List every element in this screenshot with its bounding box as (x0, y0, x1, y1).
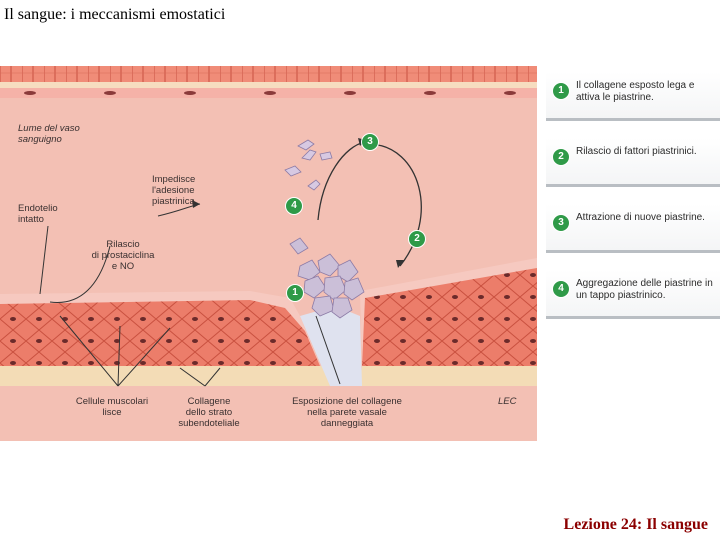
label-lume: Lume del vaso sanguigno (18, 123, 80, 145)
circulating-platelets (284, 139, 333, 191)
slide-footer: Lezione 24: Il sangue (563, 516, 708, 533)
step-3: 3 Attrazione di nuove piastrine. (546, 204, 720, 253)
diagram-badge-3: 3 (361, 133, 379, 151)
label-rilascio: Rilascio di prostaciclina e NO (91, 239, 155, 272)
damaged-wall-gap (300, 306, 362, 386)
platelet-plug (289, 237, 365, 319)
step-list: 1 Il collagene esposto lega e attiva le … (546, 72, 720, 336)
leader-lines (39, 203, 341, 387)
step-text-1: Il collagene esposto lega e attiva le pi… (576, 80, 695, 103)
step-badge-1: 1 (552, 82, 570, 100)
step-2: 2 Rilascio di fattori piastrinici. (546, 138, 720, 187)
figure-credit: LEC (498, 396, 517, 407)
step-badge-4: 4 (552, 280, 570, 298)
top-muscle-layer (0, 66, 537, 82)
hemostasis-figure: Lume del vaso sanguigno Endotelio intatt… (0, 66, 537, 441)
left-muscle-layer (0, 300, 320, 366)
top-collagen-layer (0, 82, 537, 88)
cycle-arc-right (369, 143, 422, 267)
label-esposizione: Esposizione del collagene nella parete v… (292, 396, 402, 429)
right-subendothelial-collagen (360, 366, 537, 386)
step-badge-3: 3 (552, 214, 570, 232)
diagram-badge-4: 4 (285, 197, 303, 215)
diagram-badge-1: 1 (286, 284, 304, 302)
label-endotelio: Endotelio intatto (18, 203, 58, 225)
step-badge-2: 2 (552, 148, 570, 166)
cycle-arc-left (317, 141, 366, 221)
label-impedisce: Impedisce l'adesione piastrinica (152, 174, 196, 207)
label-muscolari: Cellule muscolari lisce (75, 396, 149, 418)
diagram-badge-2: 2 (408, 230, 426, 248)
right-muscle-layer (362, 268, 537, 366)
label-collagene-strato: Collagene dello strato subendoteliale (178, 396, 240, 429)
step-4: 4 Aggregazione delle piastrine in un tap… (546, 270, 720, 319)
vessel-illustration (0, 66, 537, 441)
left-subendothelial-collagen (0, 366, 330, 386)
step-text-3: Attrazione di nuove piastrine. (576, 212, 705, 223)
slide-title: Il sangue: i meccanismi emostatici (4, 6, 226, 23)
step-text-4: Aggregazione delle piastrine in un tappo… (576, 278, 713, 301)
step-text-2: Rilascio di fattori piastrinici. (576, 146, 697, 157)
step-1: 1 Il collagene esposto lega e attiva le … (546, 72, 720, 121)
